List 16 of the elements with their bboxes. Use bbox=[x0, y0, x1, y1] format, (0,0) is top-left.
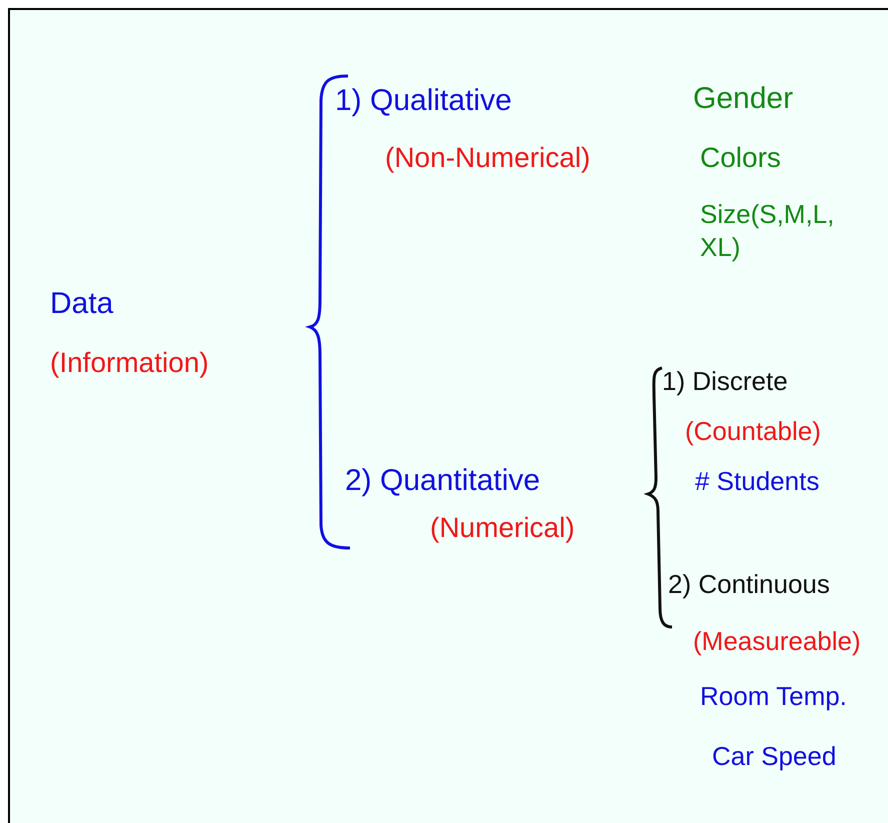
handwritten-label: 1) Qualitative bbox=[335, 83, 512, 119]
handwritten-label: Colors bbox=[700, 141, 781, 175]
handwritten-label: (Non-Numerical) bbox=[385, 141, 590, 175]
handwritten-label: (Measureable) bbox=[693, 625, 861, 658]
handwritten-label: (Countable) bbox=[685, 415, 821, 448]
handwritten-label: Data bbox=[50, 286, 114, 322]
handwritten-label: Room Temp. bbox=[700, 680, 847, 712]
handwritten-label: (Numerical) bbox=[430, 511, 575, 545]
handwritten-label: # Students bbox=[695, 465, 820, 498]
handwritten-label: Size(S,M,L, XL) bbox=[700, 198, 836, 263]
handwritten-label: Car Speed bbox=[712, 740, 836, 772]
handwritten-label: 1) Discrete bbox=[662, 365, 788, 398]
handwritten-label: 2) Continuous bbox=[668, 568, 830, 600]
handwritten-label: Gender bbox=[693, 81, 794, 117]
handwritten-label: 2) Quantitative bbox=[345, 463, 540, 499]
handwritten-label: (Information) bbox=[50, 346, 209, 380]
